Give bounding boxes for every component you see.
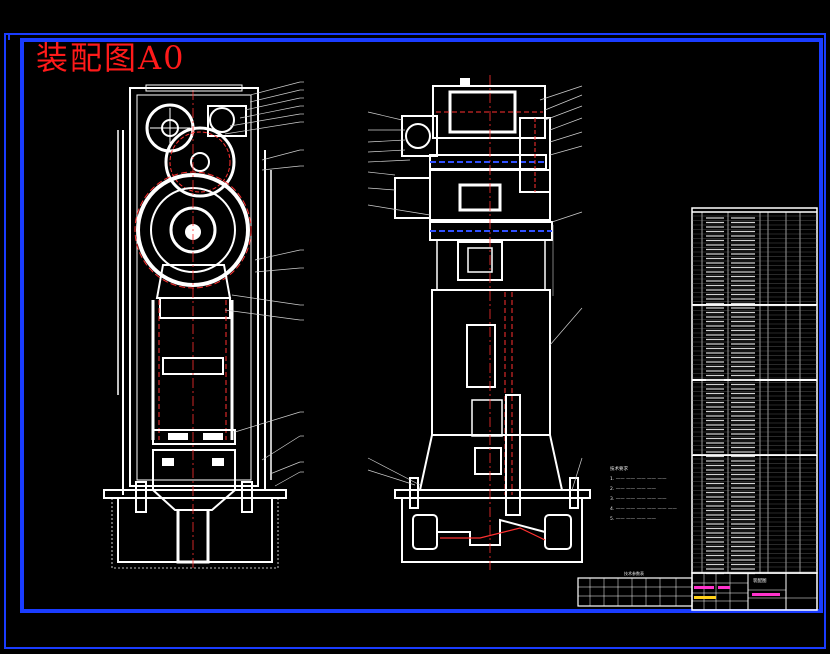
tech-requirements: 技术要求 1. —— —— —— —— —— 2. —— —— —— —— 3.… (610, 465, 677, 522)
front-hopper-block-2 (212, 458, 224, 466)
title-block-yellow (694, 596, 716, 599)
slide-block (159, 297, 231, 319)
side-window (466, 324, 496, 388)
front-pit (117, 498, 273, 563)
side-leaders-right (539, 85, 583, 491)
parts-list (691, 207, 818, 575)
side-pulley-box (401, 115, 438, 157)
side-anchor-left (409, 477, 419, 509)
front-motor-pulley (209, 107, 235, 133)
side-view (367, 75, 591, 570)
title-block: 装配图 (691, 572, 818, 611)
front-view (103, 81, 304, 570)
side-pit (401, 498, 583, 563)
side-motor (432, 85, 546, 139)
side-pump-right (544, 514, 572, 550)
tech-note-2: 2. —— —— —— —— (610, 486, 657, 492)
side-left-box (394, 177, 431, 219)
tech-note-1: 1. —— —— —— —— —— (610, 476, 667, 482)
tech-note-4: 4. —— —— —— —— —— —— (610, 506, 677, 512)
title-block-name: 装配图 (753, 577, 767, 584)
side-rod-block (457, 241, 503, 281)
side-vertical-pipe (505, 394, 521, 516)
title-block-magenta-2 (718, 586, 730, 589)
side-pump-left (412, 514, 438, 550)
side-crank-housing (429, 169, 551, 221)
front-motor-box (207, 105, 247, 137)
side-motor-body (448, 90, 517, 134)
side-pulley (405, 123, 431, 149)
parameter-table: 技术参数表 (577, 570, 693, 607)
side-leaders-left (367, 111, 431, 486)
side-motor-cap (460, 78, 470, 86)
side-anchor-right (569, 477, 579, 509)
front-top-cap (145, 84, 243, 92)
die-detail-2 (203, 433, 223, 440)
side-main-column (431, 289, 551, 436)
side-base-plate (394, 489, 591, 499)
side-eccentric (458, 183, 502, 212)
side-rod-inner (467, 247, 493, 273)
front-anchor-bolt-right (241, 481, 253, 513)
middle-gear-pitch (169, 131, 231, 193)
side-piping (437, 518, 546, 546)
flywheel-center (185, 224, 201, 240)
outer-frame (4, 33, 826, 649)
tech-requirements-heading: 技术要求 (610, 465, 628, 472)
front-hopper-block (162, 458, 174, 466)
middle-gear-hub (190, 152, 210, 172)
title-block-magenta-1 (694, 586, 714, 589)
parts-list-rows (692, 215, 817, 575)
parameter-table-heading: 技术参数表 (624, 570, 644, 576)
drawing-title: 装配图A0 (36, 39, 186, 77)
side-lower-window-2 (471, 399, 503, 437)
front-anchor-bolt-left (135, 481, 147, 513)
side-lower-window-1 (474, 447, 502, 475)
front-leaders (224, 81, 304, 487)
side-piping-red (440, 527, 546, 541)
front-pit-hatch (111, 498, 279, 569)
front-inner-frame (136, 94, 252, 481)
inner-frame (20, 38, 823, 613)
tech-note-3: 3. —— —— —— —— —— (610, 496, 667, 502)
parameter-table-border (577, 577, 693, 607)
middle-gear (164, 126, 236, 198)
die-detail-1 (168, 433, 188, 440)
side-lower-body (418, 434, 564, 491)
tech-note-5: 5. —— —— —— —— (610, 516, 657, 522)
lower-die (152, 429, 236, 445)
title-block-magenta-3 (752, 593, 780, 596)
front-base-plate (103, 489, 287, 499)
front-housing-outline (129, 87, 259, 487)
